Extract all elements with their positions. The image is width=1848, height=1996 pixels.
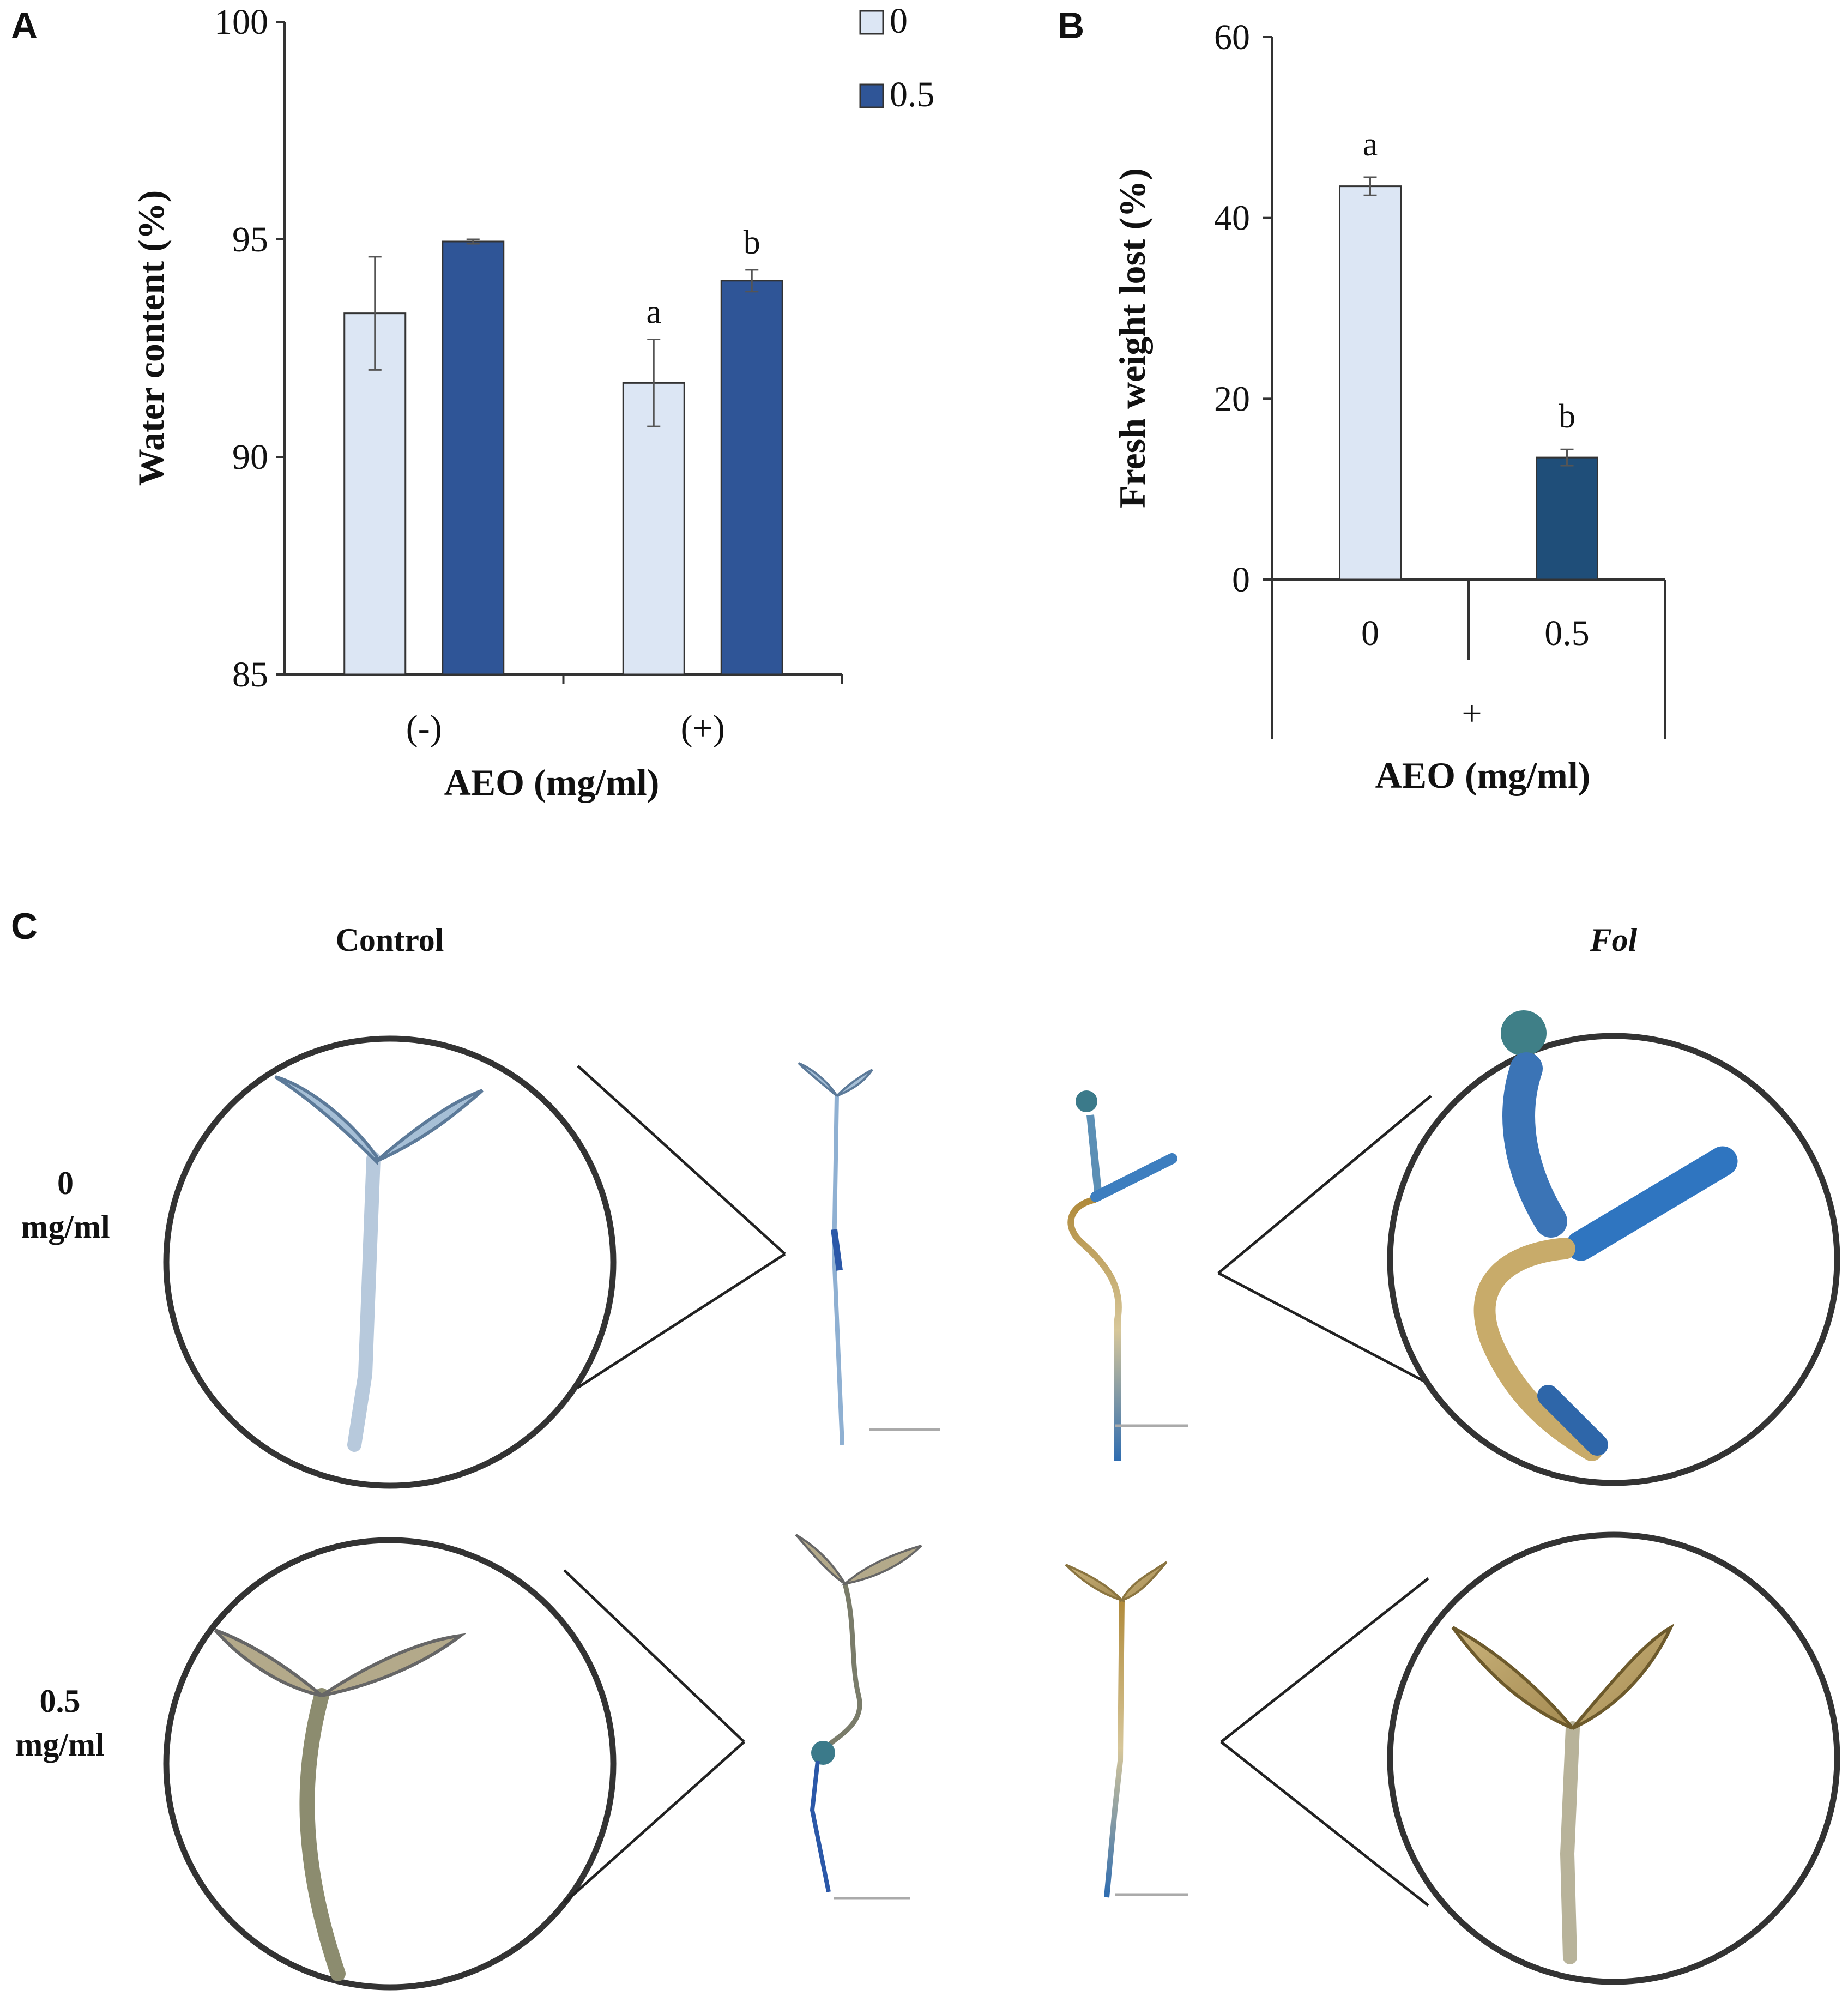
chart-b-ylabel: Fresh weight lost (%) [1112, 168, 1153, 508]
chart-b-bar [1536, 456, 1598, 581]
chart-a-xlabel: AEO (mg/ml) [444, 762, 660, 803]
chart-a-bars: ab [343, 224, 783, 676]
panel-label-c: C [11, 906, 38, 947]
seedling-fol-05-full [1065, 1561, 1188, 1898]
chart-a-ytick-label: 95 [232, 220, 268, 260]
chart-a-ylabel: Water content (%) [130, 190, 172, 486]
chart-a-category-label: (+) [681, 708, 725, 748]
chart-b-bar [1339, 185, 1402, 581]
chart-b-significance-letter: b [1559, 398, 1575, 435]
chart-b-category-label: 0 [1361, 613, 1379, 653]
panel-c-row1-unit: mg/ml [21, 1209, 110, 1245]
panel-c-row2-unit: mg/ml [15, 1727, 105, 1763]
chart-b-category-label: 0.5 [1544, 613, 1590, 653]
chart-b-ytick-label: 0 [1232, 560, 1250, 600]
seedling-fol-05-zoom [1220, 1531, 1840, 1985]
panel-c-col-control: Control [335, 922, 444, 958]
seedling-control-0-full [798, 1062, 940, 1445]
chart-a-ytick-label: 100 [214, 2, 268, 42]
chart-a-legend-label: 0 [890, 1, 908, 41]
seedling-fol-0-full [1067, 1090, 1188, 1461]
chart-b-ytick-label: 20 [1214, 379, 1250, 419]
chart-a-legend-swatch [859, 10, 884, 35]
chart-a-axes: 85 90 95 100 (-) (+) [214, 2, 843, 748]
panel-c-row2-label: 0.5 mg/ml [0, 1679, 120, 1766]
seedling-control-0-zoom [163, 1035, 786, 1489]
chart-a-legend: 00.5 [859, 1, 935, 114]
seedling-control-05-full [795, 1534, 922, 1900]
chart-b-group-label: + [1462, 694, 1482, 733]
chart-a-ytick-label: 90 [232, 437, 268, 477]
chart-a-legend-label: 0.5 [890, 75, 935, 114]
chart-b-xlabel: AEO (mg/ml) [1375, 755, 1591, 796]
chart-a-bar [720, 280, 783, 676]
panel-c-col-fol: Fol [1590, 922, 1638, 958]
chart-a-bar [622, 382, 685, 676]
chart-b-significance-letter: a [1363, 126, 1378, 163]
chart-a-significance-letter: b [744, 224, 760, 261]
panel-label-a: A [11, 5, 38, 46]
panel-c-row1-label: 0 mg/ml [5, 1161, 125, 1249]
seedling-control-05-zoom [163, 1537, 745, 1991]
panel-c-row1-value: 0 [57, 1165, 74, 1201]
panel-label-b: B [1058, 5, 1085, 46]
panel-c-row2-value: 0.5 [39, 1683, 81, 1719]
chart-a-bar [343, 312, 407, 676]
chart-b-ytick-label: 40 [1214, 198, 1250, 238]
chart-a-bar [442, 240, 505, 676]
chart-b-bars: ab [1339, 126, 1598, 581]
chart-a-category-label: (-) [406, 708, 442, 748]
seedling-fol-0-zoom [1217, 1010, 1840, 1486]
chart-a-ytick-label: 85 [232, 655, 268, 695]
chart-b-ytick-label: 60 [1214, 17, 1250, 57]
chart-a-legend-swatch [859, 83, 884, 108]
chart-a-significance-letter: a [646, 294, 661, 331]
chart-b-axes: 0 20 40 60 0 0.5 [1214, 17, 1666, 739]
